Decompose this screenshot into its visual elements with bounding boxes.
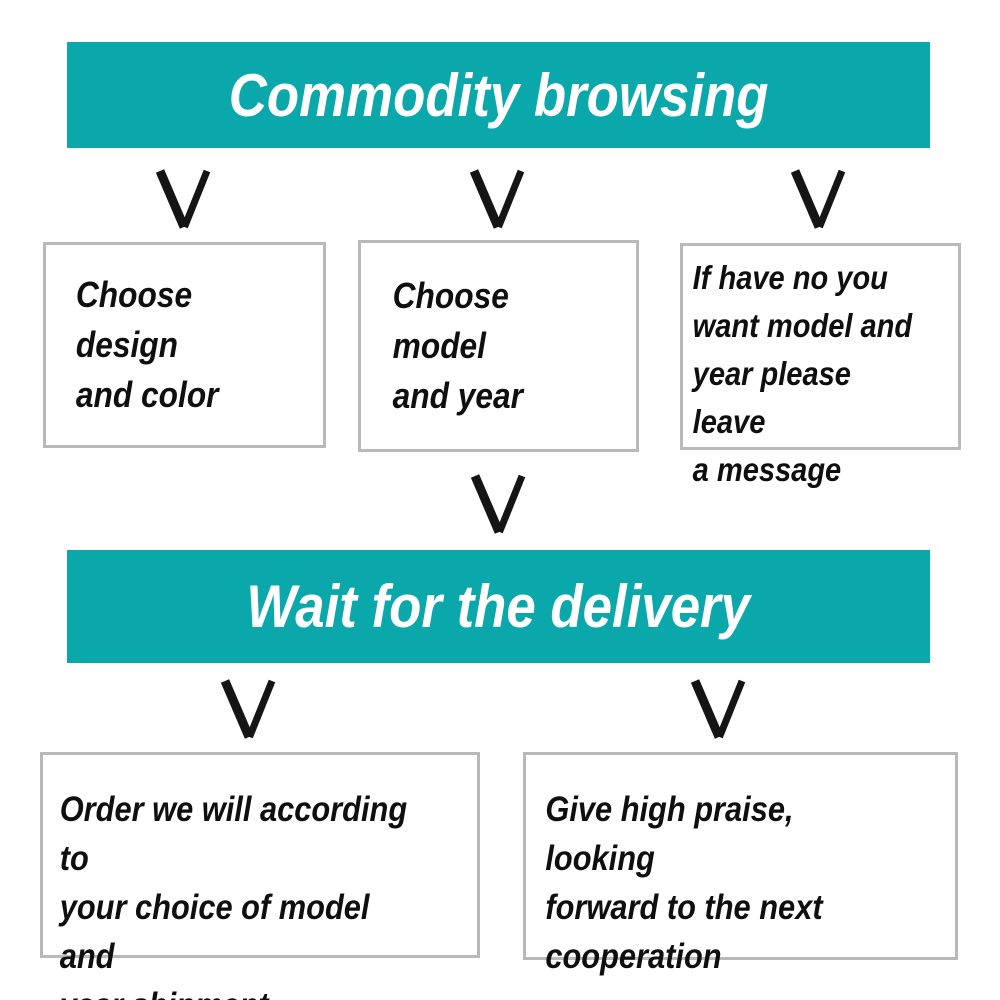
step-box-choose-design-color: Choose design and color bbox=[43, 242, 326, 448]
stage2-title: Wait for the delivery bbox=[246, 573, 751, 640]
step-box-order-shipment: Order we will according to your choice o… bbox=[40, 752, 480, 1000]
arrow-down-icon bbox=[790, 169, 846, 229]
arrow-down-icon bbox=[220, 679, 276, 739]
step-text: Choose model and year bbox=[392, 275, 523, 416]
step-text: Order we will according to your choice o… bbox=[59, 790, 408, 1000]
arrow-down-icon bbox=[690, 679, 746, 739]
step-box-choose-model-year: Choose model and year bbox=[358, 240, 639, 452]
arrow-down-icon bbox=[470, 474, 526, 534]
stage2-banner: Wait for the delivery bbox=[67, 550, 930, 663]
step-box-leave-message: If have no you want model and year pleas… bbox=[680, 243, 961, 488]
arrow-down-icon bbox=[155, 169, 211, 229]
arrow-down-icon bbox=[469, 169, 525, 229]
step-text: If have no you want model and year pleas… bbox=[692, 259, 913, 488]
step-text: Choose design and color bbox=[75, 274, 219, 415]
step-box-give-praise: Give high praise, looking forward to the… bbox=[523, 752, 958, 976]
step-text: Give high praise, looking forward to the… bbox=[545, 790, 823, 976]
stage1-banner: Commodity browsing bbox=[67, 42, 930, 148]
stage1-title: Commodity browsing bbox=[228, 61, 769, 129]
